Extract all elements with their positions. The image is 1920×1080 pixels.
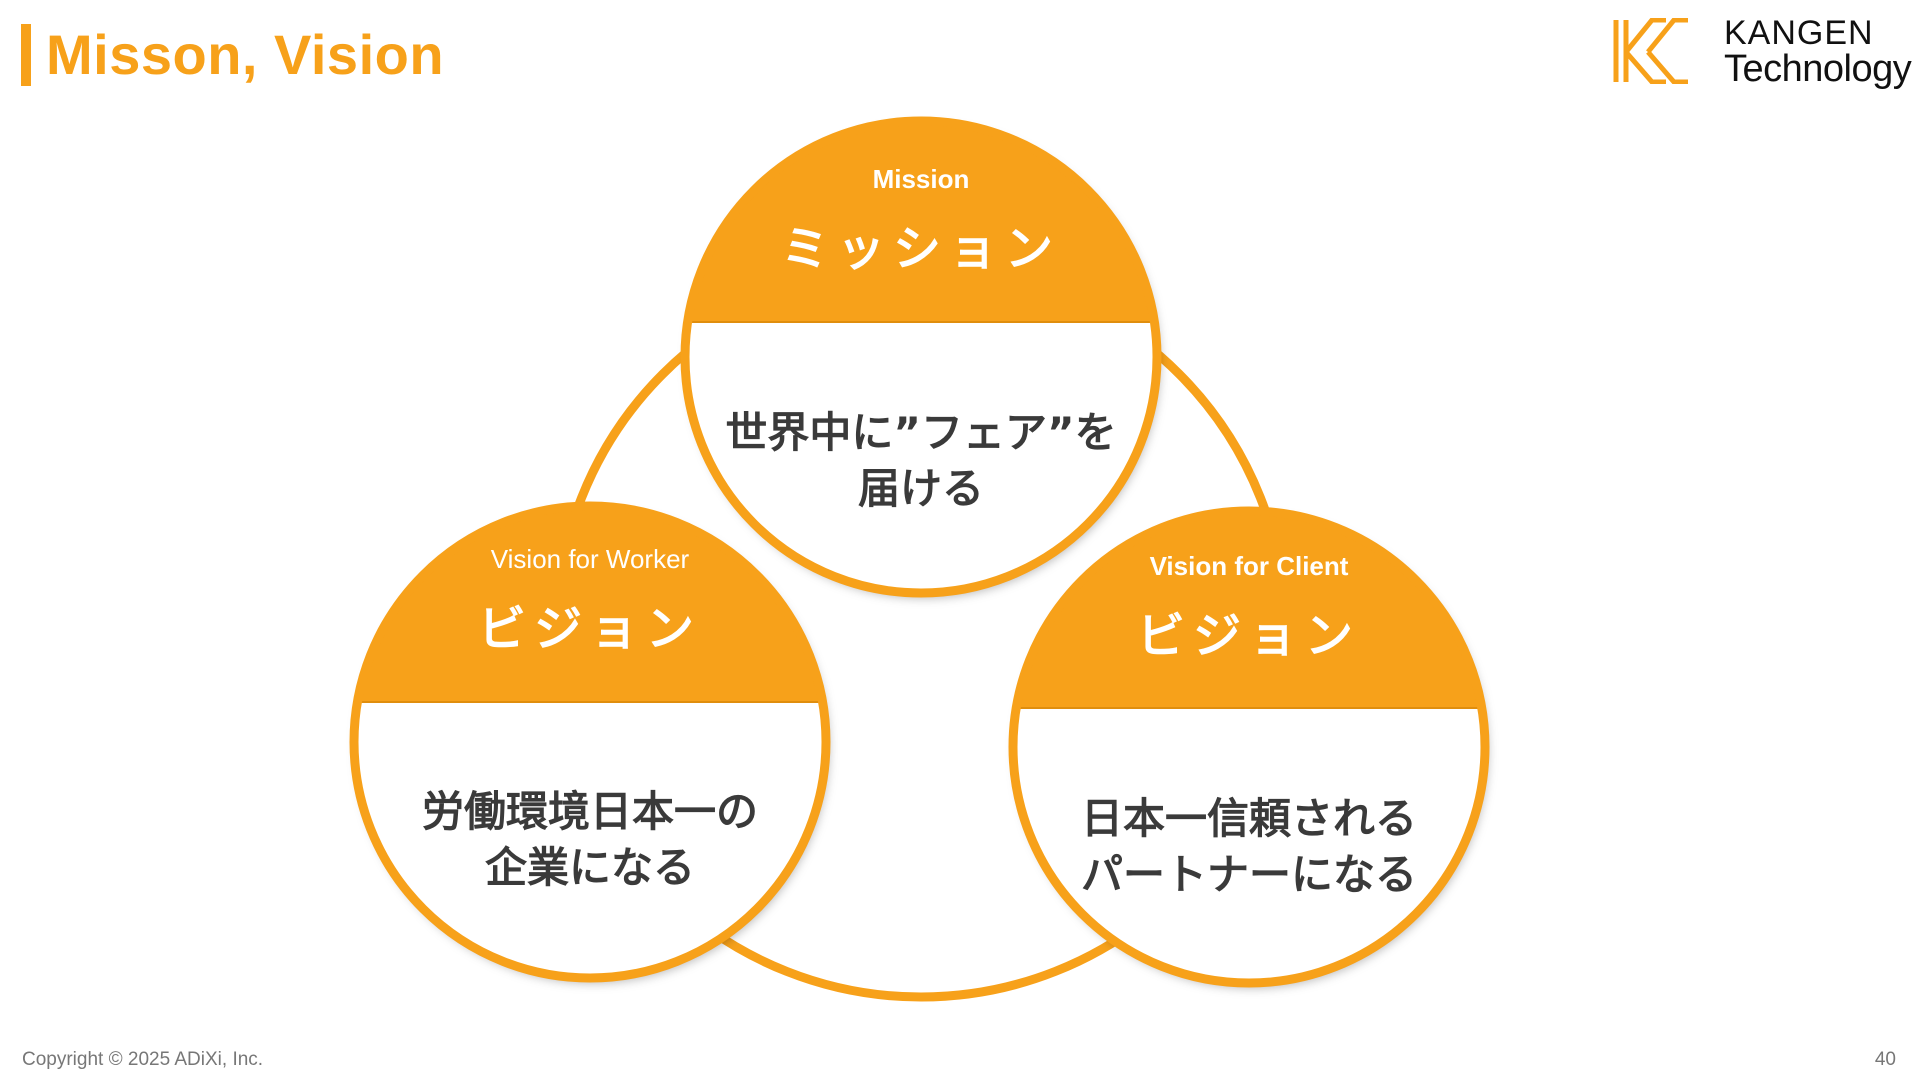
title-accent-bar — [21, 24, 31, 86]
logo-text-technology: Technology — [1724, 48, 1912, 90]
vision-worker-body-line-1: 労働環境日本一の — [422, 787, 758, 836]
company-logo: KANGEN Technology — [1612, 14, 1912, 90]
copyright-text: Copyright © 2025 ADiXi, Inc. — [22, 1049, 264, 1070]
mission-label-jp: ミッション — [781, 221, 1061, 277]
vision-worker-body-line-2: 企業になる — [485, 843, 695, 892]
vision-client-label-en: Vision for Client — [1150, 551, 1349, 581]
mission-circle: Mission ミッション 世界中に”フェア”を 届ける — [680, 116, 1162, 598]
vision-worker-label-en: Vision for Worker — [491, 544, 690, 574]
mission-body-line-2: 届ける — [858, 464, 984, 513]
mission-body-line-1: 世界中に”フェア”を — [725, 408, 1116, 457]
vision-worker-label-jp: ビジョン — [478, 601, 702, 657]
vision-client-body-line-1: 日本一信頼される — [1081, 794, 1417, 843]
vision-worker-circle: Vision for Worker ビジョン 労働環境日本一の 企業になる — [349, 501, 831, 983]
logo-text-kangen: KANGEN — [1724, 14, 1874, 52]
vision-client-body-line-2: パートナーになる — [1081, 850, 1417, 899]
mission-header-band — [685, 121, 1157, 322]
mission-label-en: Mission — [873, 164, 970, 194]
vision-client-circle: Vision for Client ビジョン 日本一信頼される パートナーになる — [1008, 506, 1490, 988]
vision-client-label-jp: ビジョン — [1137, 608, 1361, 664]
page-number: 40 — [1874, 1049, 1896, 1070]
page-title: Misson, Vision — [46, 23, 445, 86]
kangen-k-logo-icon — [1613, 18, 1688, 84]
